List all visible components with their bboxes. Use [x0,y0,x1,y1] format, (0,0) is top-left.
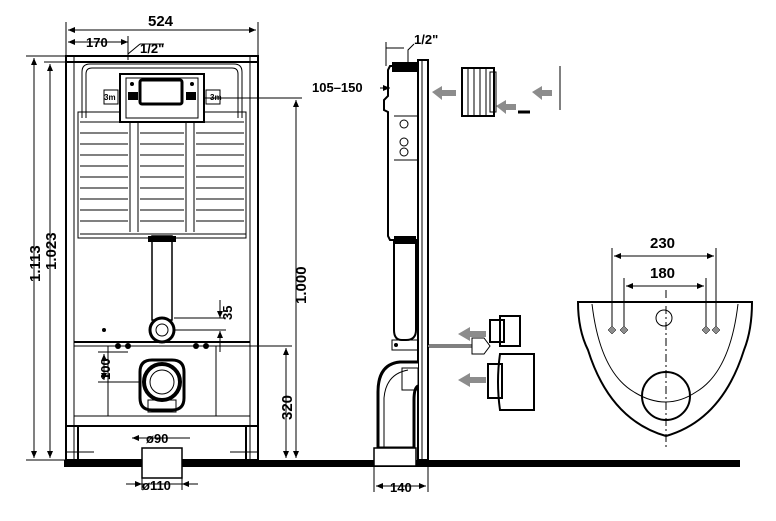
svg-text:3m: 3m [104,93,116,102]
flush-pipe [151,235,173,321]
side-frame [417,59,429,461]
bowl-center-hole [655,309,673,327]
front-view: 3m 3m [65,55,259,479]
bowl-opening [641,371,691,421]
dim-depth-140: 140 [390,480,412,495]
bowl-outline [576,301,754,438]
dim-depth-range: 105–150 [312,80,363,95]
arrow-plate-in [432,86,456,100]
dim-height-100: 100 [98,358,113,380]
dim-height-1000: 1.000 [293,266,310,304]
dim-dia-90: ø90 [146,431,168,446]
dim-height-1023: 1.023 [43,232,60,270]
cistern-ribs [80,121,244,222]
bowl-view [576,290,754,450]
drain-outlet [138,358,186,413]
dim-bowl-230: 230 [650,235,675,252]
dim-offset-170: 170 [86,35,108,50]
dim-bowl-180: 180 [650,265,675,282]
dim-height-35: 35 [220,306,235,320]
dim-pipe-side: 1/2" [414,32,438,47]
dim-frame-width: 524 [148,13,174,30]
dim-dia-110: ø110 [142,478,171,493]
arrow-bowl-in [458,327,486,341]
dim-height-1113: 1.113 [27,245,44,282]
arrow-button-in [496,100,516,114]
arrow-cover-in [532,86,552,100]
side-view [373,43,472,467]
flush-outlet [148,316,176,344]
drain-pipe [141,447,183,479]
flush-plate-exploded [461,66,561,117]
dim-pipe-front: 1/2" [140,41,164,56]
cistern [77,111,247,239]
dim-height-320: 320 [279,395,296,420]
arrow-cover-bottom [458,373,486,387]
gray-arrows [432,86,552,387]
bowl-connectors [471,315,535,411]
flush-plate-window [138,78,184,106]
